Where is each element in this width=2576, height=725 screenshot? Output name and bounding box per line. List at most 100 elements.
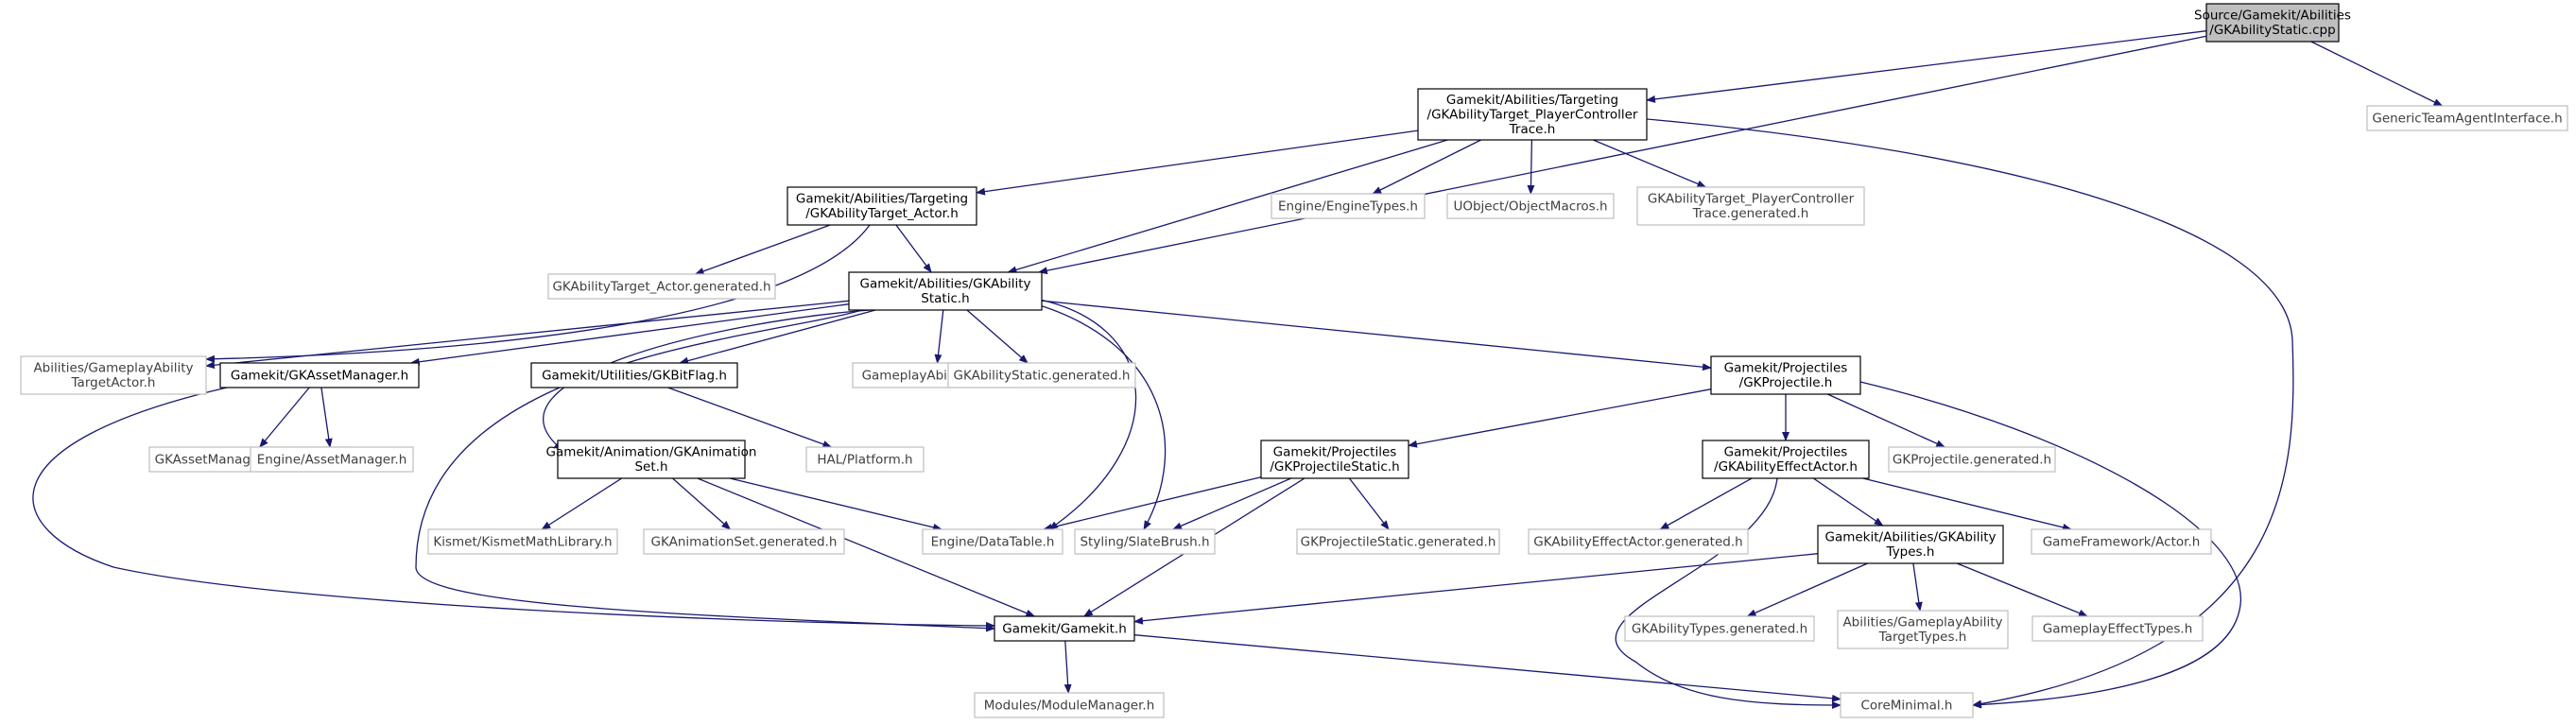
node-animsetgen[interactable]: GKAnimationSet.generated.h — [643, 528, 845, 555]
node-label-line: GKAnimationSet.generated.h — [651, 534, 838, 549]
nodes-layer: Source/Gamekit/Abilities/GKAbilityStatic… — [20, 3, 2568, 718]
node-targetactor[interactable]: Gamekit/Abilities/Targeting/GKAbilityTar… — [787, 186, 977, 226]
node-box — [530, 362, 738, 388]
node-abilitytypes[interactable]: Gamekit/Abilities/GKAbilityTypes.h — [1817, 525, 2004, 564]
edge-trace-to-targetactor — [976, 129, 1419, 196]
node-effectactorgen[interactable]: GKAbilityEffectActor.generated.h — [1528, 528, 1749, 555]
edge-abilitytypes-to-gatargettypes — [1912, 562, 1923, 612]
node-effectactor[interactable]: Gamekit/Projectiles/GKAbilityEffectActor… — [1702, 440, 1870, 479]
node-box — [805, 446, 925, 473]
node-box — [994, 615, 1135, 642]
node-teamagent[interactable]: GenericTeamAgentInterface.h — [2366, 105, 2568, 131]
edge-effectactor-to-effectactorgen — [1659, 477, 1753, 530]
node-label-line: Trace.h — [1509, 122, 1556, 137]
node-label-line: Gamekit/Projectiles — [1273, 445, 1397, 460]
node-label-line: /GKProjectile.h — [1739, 375, 1833, 390]
node-label-line: Gamekit/Abilities/Targeting — [796, 192, 968, 207]
node-label-line: GKProjectileStatic.generated.h — [1301, 534, 1496, 549]
edge-root-to-trace — [1646, 30, 2207, 103]
node-assetmgr[interactable]: Gamekit/GKAssetManager.h — [219, 362, 420, 388]
node-box — [1888, 446, 2056, 473]
node-gfactor[interactable]: GameFramework/Actor.h — [2031, 528, 2212, 555]
edge-root-to-abilitystatic — [1037, 35, 2207, 275]
node-box — [2031, 528, 2212, 555]
node-label-line: Static.h — [921, 291, 969, 306]
node-modulemgr[interactable]: Modules/ModuleManager.h — [974, 692, 1165, 718]
node-label-line: Kismet/KismetMathLibrary.h — [433, 534, 612, 549]
node-label-line: /GKAbilityStatic.cpp — [2209, 23, 2335, 38]
node-label-line: GameFramework/Actor.h — [2043, 534, 2201, 549]
node-box — [974, 692, 1165, 718]
node-box — [219, 362, 420, 388]
node-box — [848, 271, 1043, 311]
node-enginetypes[interactable]: Engine/EngineTypes.h — [1271, 193, 1426, 219]
node-box — [1624, 615, 1815, 642]
node-kismet[interactable]: Kismet/KismetMathLibrary.h — [427, 528, 618, 555]
edge-abilitytypes-to-effecttypes — [1956, 562, 2088, 617]
edge-animset-to-datatable — [729, 477, 943, 531]
node-label-line: Styling/SlateBrush.h — [1080, 534, 1209, 549]
node-effecttypes[interactable]: GameplayEffectTypes.h — [2031, 615, 2204, 642]
node-box — [250, 446, 414, 473]
node-label-line: TargetActor.h — [71, 375, 156, 390]
edge-effectactor-to-coreminimal — [1615, 477, 1841, 709]
node-label-line: Engine/EngineTypes.h — [1278, 199, 1418, 214]
node-tracegen[interactable]: GKAbilityTarget_PlayerControllerTrace.ge… — [1636, 186, 1865, 226]
node-coreminimal[interactable]: CoreMinimal.h — [1840, 692, 1974, 718]
node-box — [1840, 692, 1974, 718]
node-label-line: Trace.generated.h — [1692, 206, 1809, 221]
node-box — [947, 362, 1136, 388]
node-projstatic[interactable]: Gamekit/Projectiles/GKProjectileStatic.h — [1260, 440, 1409, 479]
node-halplatform[interactable]: HAL/Platform.h — [805, 446, 925, 473]
node-projgen[interactable]: GKProjectile.generated.h — [1888, 446, 2056, 473]
edge-abilitystatic-to-slatebrush — [1029, 302, 1167, 530]
node-label-line: Gamekit/Gamekit.h — [1002, 621, 1127, 636]
node-label-line: /GKAbilityTarget_PlayerController — [1427, 107, 1638, 122]
edge-projectile-to-projstatic — [1408, 388, 1712, 448]
node-engassetmgr[interactable]: Engine/AssetManager.h — [250, 446, 414, 473]
node-bitflag[interactable]: Gamekit/Utilities/GKBitFlag.h — [530, 362, 738, 388]
node-projectile[interactable]: Gamekit/Projectiles/GKProjectile.h — [1710, 355, 1861, 395]
node-datatable[interactable]: Engine/DataTable.h — [922, 528, 1063, 555]
node-label-line: Gamekit/GKAssetManager.h — [231, 368, 408, 383]
edge-trace-to-coreminimal — [1646, 118, 2294, 708]
edge-abilitystatic-to-projectile — [1041, 300, 1712, 371]
node-animset[interactable]: Gamekit/Animation/GKAnimationSet.h — [546, 440, 757, 479]
node-label-line: Engine/DataTable.h — [931, 534, 1055, 549]
node-label-line: GKAbilityTypes.generated.h — [1632, 621, 1807, 636]
node-label-line: Gamekit/Utilities/GKBitFlag.h — [542, 368, 727, 383]
node-box — [547, 273, 776, 300]
node-box — [1837, 610, 2009, 649]
node-box — [2366, 105, 2568, 131]
edge-gamekit-to-coreminimal — [1133, 634, 1841, 702]
node-staticgen[interactable]: GKAbilityStatic.generated.h — [947, 362, 1136, 388]
edges-layer — [32, 30, 2444, 709]
node-label-line: Abilities/GameplayAbility — [1842, 615, 2002, 630]
node-box — [1271, 193, 1426, 219]
node-label-line: Gamekit/Animation/GKAnimation — [546, 445, 757, 460]
node-label-line: GKAbilityTarget_Actor.generated.h — [552, 279, 770, 294]
node-abilitystatic[interactable]: Gamekit/Abilities/GKAbilityStatic.h — [848, 271, 1043, 311]
edge-abilitystatic-to-gamekit — [415, 309, 995, 632]
node-gamekit[interactable]: Gamekit/Gamekit.h — [994, 615, 1135, 642]
node-targetactorgen[interactable]: GKAbilityTarget_Actor.generated.h — [547, 273, 776, 300]
node-label-line: GKAbilityTarget_PlayerController — [1648, 192, 1855, 207]
node-label-line: Gamekit/Abilities/GKAbility — [859, 277, 1030, 292]
node-box — [1296, 528, 1500, 555]
node-objmacros[interactable]: UObject/ObjectMacros.h — [1446, 193, 1615, 219]
edge-abilitytypes-to-gamekit — [1133, 553, 1819, 625]
node-label-line: HAL/Platform.h — [817, 452, 912, 467]
node-box — [2205, 3, 2340, 43]
node-projstaticgen[interactable]: GKProjectileStatic.generated.h — [1296, 528, 1500, 555]
node-typesgen[interactable]: GKAbilityTypes.generated.h — [1624, 615, 1815, 642]
node-label-line: /GKAbilityEffectActor.h — [1714, 459, 1858, 475]
node-label-line: Gamekit/Projectiles — [1724, 445, 1848, 460]
node-trace[interactable]: Gamekit/Abilities/Targeting/GKAbilityTar… — [1417, 88, 1648, 141]
node-slatebrush[interactable]: Styling/SlateBrush.h — [1074, 528, 1216, 555]
edge-trace-to-abilitystatic — [1007, 139, 1448, 274]
edge-assetmgr-to-assetmgrgen — [259, 387, 310, 448]
node-box — [1702, 440, 1870, 479]
